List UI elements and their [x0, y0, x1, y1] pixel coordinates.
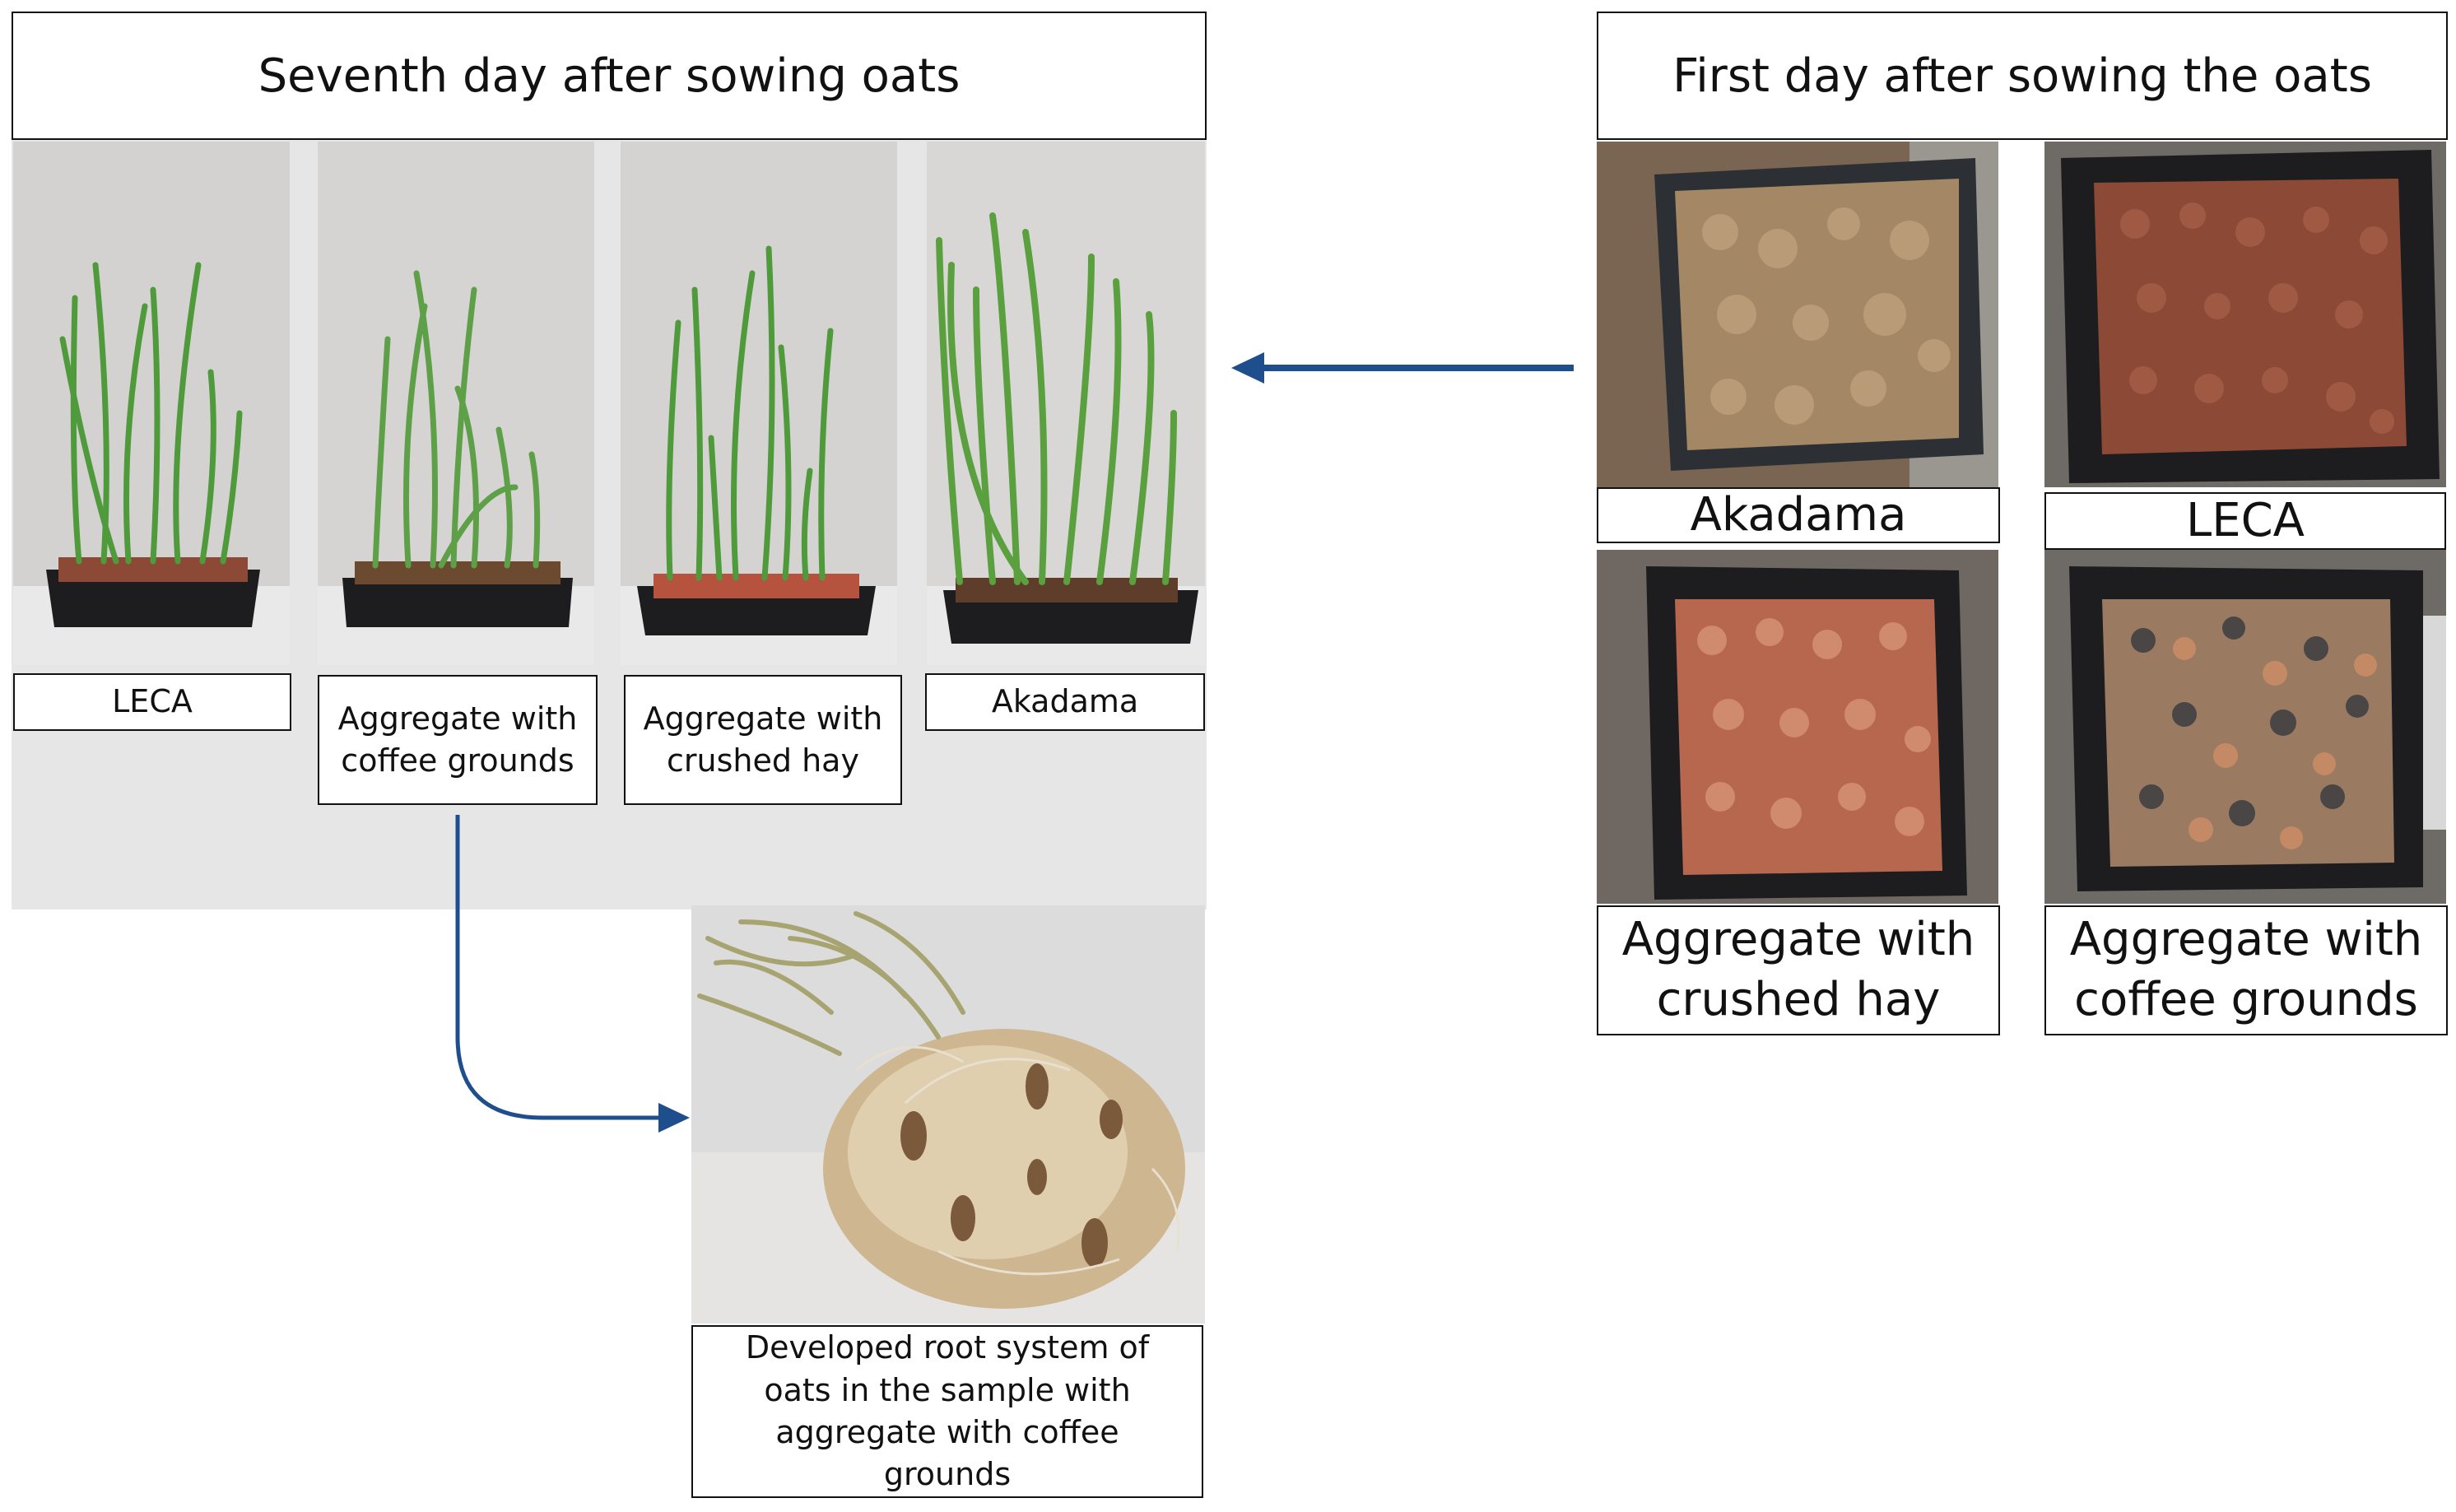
- first-day-label-leca: LECA: [2044, 492, 2446, 550]
- first-day-photo-akadama: [1597, 142, 1998, 487]
- seventh-day-label-leca: LECA: [13, 673, 291, 731]
- first-day-label-hay: Aggregate with crushed hay: [1597, 905, 2000, 1035]
- first-day-photo-hay: [1597, 550, 1998, 904]
- seventh-day-photo-coffee: [318, 142, 594, 665]
- seventh-day-photo-leca: [13, 142, 290, 665]
- seventh-day-photo-hay: [621, 142, 897, 665]
- seventh-day-label-coffee: Aggregate with coffee grounds: [318, 675, 598, 805]
- arrow-first-to-seventh: [1231, 352, 1574, 384]
- first-day-title: First day after sowing the oats: [1597, 12, 2448, 140]
- first-day-photo-leca: [2044, 142, 2446, 487]
- first-day-label-coffee: Aggregate with coffee grounds: [2044, 905, 2448, 1035]
- seventh-day-photo-akadama: [927, 142, 1205, 665]
- seventh-day-title: Seventh day after sowing oats: [12, 12, 1207, 140]
- arrow-to-root-system: [455, 815, 690, 1133]
- seventh-day-label-akadama: Akadama: [925, 673, 1205, 731]
- seventh-day-label-hay: Aggregate with crushed hay: [624, 675, 902, 805]
- root-system-photo: [691, 905, 1205, 1324]
- root-system-caption: Developed root system of oats in the sam…: [691, 1325, 1203, 1498]
- first-day-photo-coffee: [2044, 550, 2446, 904]
- first-day-label-akadama: Akadama: [1597, 487, 2000, 543]
